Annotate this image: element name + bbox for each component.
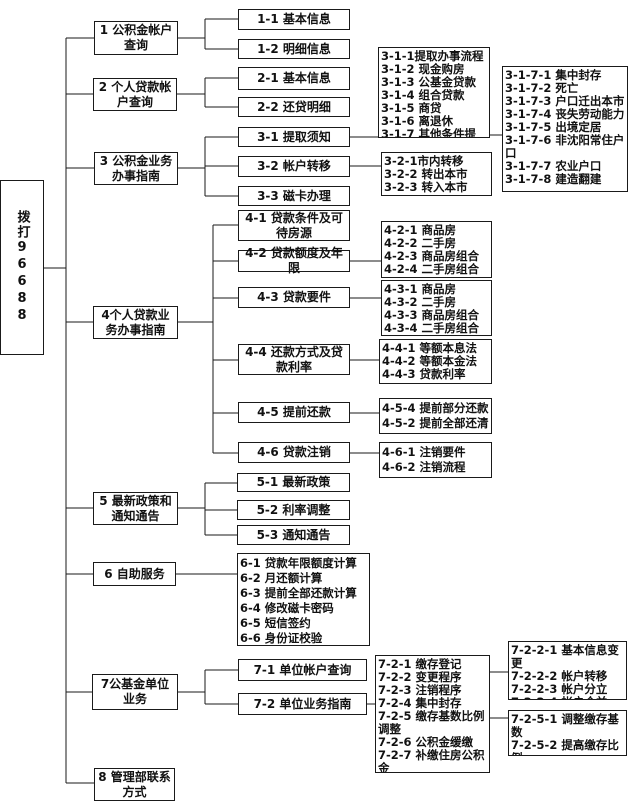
node-5: 5 最新政策和通知通告: [93, 492, 178, 525]
list-item: 4-2-4 二手房组合: [384, 262, 480, 276]
node-5-1: 5-1 最新政策: [237, 473, 350, 492]
list-item: 4-4-3 贷款利率: [382, 367, 466, 381]
list-item: 7-2-2-2 帐户转移: [511, 669, 608, 683]
list-item: 4-3-4 二手房组合: [384, 321, 480, 335]
node-4-4: 4-4 还款方式及贷款利率: [238, 344, 350, 375]
node-4-6: 4-6 贷款注销: [238, 442, 350, 463]
list-item: 3-2-3 转入本市: [384, 180, 468, 194]
list-item: 3-2-2 转出本市: [384, 167, 468, 181]
list-item: 3-1-7-6 非沈阳常住户口: [505, 133, 625, 160]
list-item: 3-1-7-2 死亡: [505, 81, 579, 95]
node-7-2: 7-2 单位业务指南: [238, 693, 367, 715]
node-1-2: 1-2 明细信息: [238, 39, 350, 59]
node-5-3: 5-3 通知通告: [237, 525, 350, 545]
list-item: 4-5-4 提前部分还款: [382, 401, 489, 415]
list-item: 3-1-7 其他条件提取: [381, 127, 477, 138]
node-3: 3 公积金业务办事指南: [94, 152, 178, 185]
list-item: 7-2-6 公积金缓缴: [378, 735, 474, 749]
list-item: 6-1 贷款年限额度计算: [240, 556, 357, 570]
list-item: 3-1-2 现金购房: [381, 62, 465, 76]
list-item: 3-1-7-4 丧失劳动能力: [505, 107, 625, 121]
node-3-2: 3-2 帐户转移: [238, 156, 350, 177]
list-item: 3-1-4 组合贷款: [381, 88, 465, 102]
list-item: 3-2-1市内转移: [384, 154, 464, 168]
node-1-1: 1-1 基本信息: [238, 9, 350, 30]
list-item: 3-1-3 公基金贷款: [381, 75, 477, 89]
list-item: 4-2-1 商品房: [384, 223, 457, 237]
list-item: 4-4-2 等额本金法: [382, 354, 478, 368]
list-item: 6-4 修改磁卡密码: [240, 601, 334, 615]
list-item: 4-3-2 二手房: [384, 295, 457, 309]
node-2: 2 个人贷款帐户查询: [93, 78, 177, 111]
list-item: 4-2-2 二手房: [384, 236, 457, 250]
list-item: 3-1-7-8 建造翻建: [505, 172, 602, 186]
list-item: 3-1-5 商贷: [381, 101, 442, 115]
list-item: 6-6 身份证校验: [240, 631, 323, 645]
node-5-2: 5-2 利率调整: [237, 500, 350, 520]
list-item: 4-3-1 商品房: [384, 282, 457, 296]
list-item: 4-4-1 等额本息法: [382, 341, 478, 355]
list-item: 6-5 短信签约: [240, 616, 311, 630]
root-node-dial-96688: 拨打96688: [0, 180, 44, 355]
node-4-2: 4-2 贷款额度及年限: [238, 246, 350, 275]
node-2-1: 2-1 基本信息: [238, 67, 350, 90]
list-item: 7-2-2-4 帐户合并: [511, 696, 624, 700]
list-item: 6-2 月还额计算: [240, 571, 323, 585]
list-item: 7-2-5 缴存基数比例调整: [378, 709, 485, 736]
list-item: 4-2-3 商品房组合: [384, 249, 480, 263]
node-4: 4个人贷款业务办事指南: [93, 306, 178, 339]
list-item: 7-2-5-1 调整缴存基数: [511, 712, 619, 739]
list-item: 7-2-7 补缴住房公积金: [378, 748, 485, 773]
node-4-1: 4-1 贷款条件及可待房源: [238, 210, 350, 241]
node-4-5: 4-5 提前还款: [238, 402, 350, 423]
list-item: 7-2-2-1 基本信息变更: [511, 643, 619, 670]
list-item: 3-1-7-5 出境定居: [505, 120, 602, 134]
node-3-1: 3-1 提取须知: [238, 127, 350, 147]
list-item: 7-2-2-3 帐户分立: [511, 682, 608, 696]
list-item: 6-3 提前全部还款计算: [240, 586, 357, 600]
list-item: 3-1-7-3 户口迁出本市: [505, 94, 625, 108]
node-7: 7公基金单位业务: [92, 674, 178, 710]
list-item: 3-1-1提取办事流程: [381, 49, 484, 63]
node-8: 8 管理部联系方式: [94, 768, 175, 801]
node-7-1: 7-1 单位帐户查询: [238, 659, 367, 681]
node-2-2: 2-2 还贷明细: [238, 97, 350, 117]
node-6: 6 自助服务: [93, 562, 176, 586]
node-1: 1 公积金帐户查询: [94, 21, 178, 55]
list-item: 4-3-3 商品房组合: [384, 308, 480, 322]
list-item: 4-6-1 注销要件: [382, 445, 466, 459]
list-item: 7-2-2 变更程序: [378, 670, 462, 684]
list-item: 7-2-5-2 提高缴存比例: [511, 738, 619, 756]
list-item: 3-1-7-1 集中封存: [505, 68, 602, 82]
list-item: 4-6-2 注销流程: [382, 460, 466, 474]
node-3-3: 3-3 磁卡办理: [238, 186, 350, 206]
list-item: 7-2-3 注销程序: [378, 683, 462, 697]
list-item: 7-2-4 集中封存: [378, 696, 462, 710]
list-item: 3-1-7-7 农业户口: [505, 159, 602, 173]
node-4-3: 4-3 贷款要件: [238, 287, 350, 308]
list-item: 7-2-1 缴存登记: [378, 657, 462, 671]
list-item: 3-1-6 离退休: [381, 114, 454, 128]
list-item: 4-5-2 提前全部还清: [382, 416, 489, 430]
